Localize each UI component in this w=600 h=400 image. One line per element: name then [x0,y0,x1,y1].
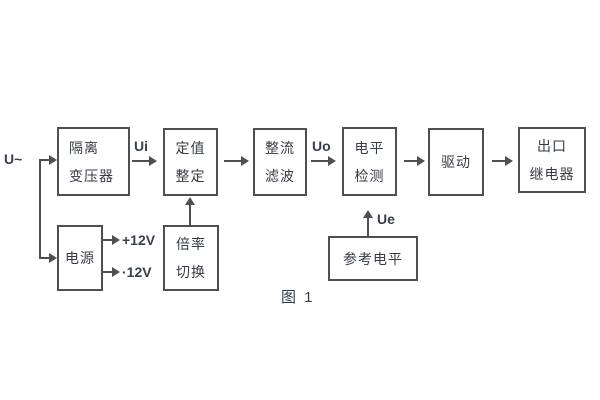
block-isolation-transformer-line2: 变压器 [69,167,114,184]
block-isolation-transformer: 隔离 变压器 [57,127,130,196]
block-output-relay-line2: 继电器 [529,166,575,182]
figure-caption: 图 1 [281,289,315,306]
block-drive-label: 驱动 [441,154,471,170]
ui-arrowhead [149,156,157,166]
minus12v-line [103,271,114,273]
minus12v-label: ·12V [122,264,152,280]
arrowhead-into-power [49,253,57,263]
block-level-detect-line1: 电平 [354,139,385,156]
block-power-supply: 电源 [57,225,103,291]
detect-to-drive-line [404,160,418,162]
block-ratio-switch-line1: 倍率 [176,236,206,252]
source-to-transformer-line [39,159,51,161]
block-reference-level: 参考电平 [328,236,418,281]
ratio-to-setting-arrowhead [185,197,195,205]
block-output-relay: 出口 继电器 [518,127,586,193]
setting-to-rectifier-arrowhead [241,156,249,166]
signal-ue-label: Ue [377,211,395,227]
arrowhead-into-transformer [49,155,57,165]
block-value-setting-line2: 整定 [175,168,206,184]
drive-to-relay-line [492,160,506,162]
source-to-power-line [39,257,51,259]
block-drive: 驱动 [428,128,484,196]
ui-arrow-line [132,160,150,162]
ratio-to-setting-line [189,203,191,225]
block-rectify-filter-line1: 整流 [265,140,295,156]
signal-uo-label: Uo [312,138,331,154]
plus12v-label: +12V [122,232,156,248]
block-output-relay-line1: 出口 [537,138,567,154]
input-voltage-label: U~ [4,151,23,167]
setting-to-rectifier-line [224,160,242,162]
block-level-detect-line2: 检测 [354,167,385,184]
source-branch-line [39,159,41,259]
ue-arrowhead [363,210,373,218]
drive-to-relay-arrowhead [505,156,513,166]
block-level-detect: 电平 检测 [342,127,397,196]
block-reference-level-label: 参考电平 [343,250,403,267]
uo-arrowhead [328,156,336,166]
block-value-setting-line1: 定值 [175,140,206,156]
block-rectify-filter: 整流 滤波 [253,128,307,196]
block-isolation-transformer-line1: 隔离 [69,139,99,156]
block-rectify-filter-line2: 滤波 [265,168,295,184]
minus12v-arrowhead [112,267,120,277]
block-value-setting: 定值 整定 [163,128,218,196]
plus12v-line [103,239,114,241]
uo-arrow-line [311,160,329,162]
block-ratio-switch-line2: 切换 [176,264,206,280]
ue-arrow-line [367,217,369,236]
block-ratio-switch: 倍率 切换 [163,225,219,291]
detect-to-drive-arrowhead [417,156,425,166]
block-power-supply-label: 电源 [65,250,95,266]
plus12v-arrowhead [112,235,120,245]
signal-ui-label: Ui [134,138,148,154]
